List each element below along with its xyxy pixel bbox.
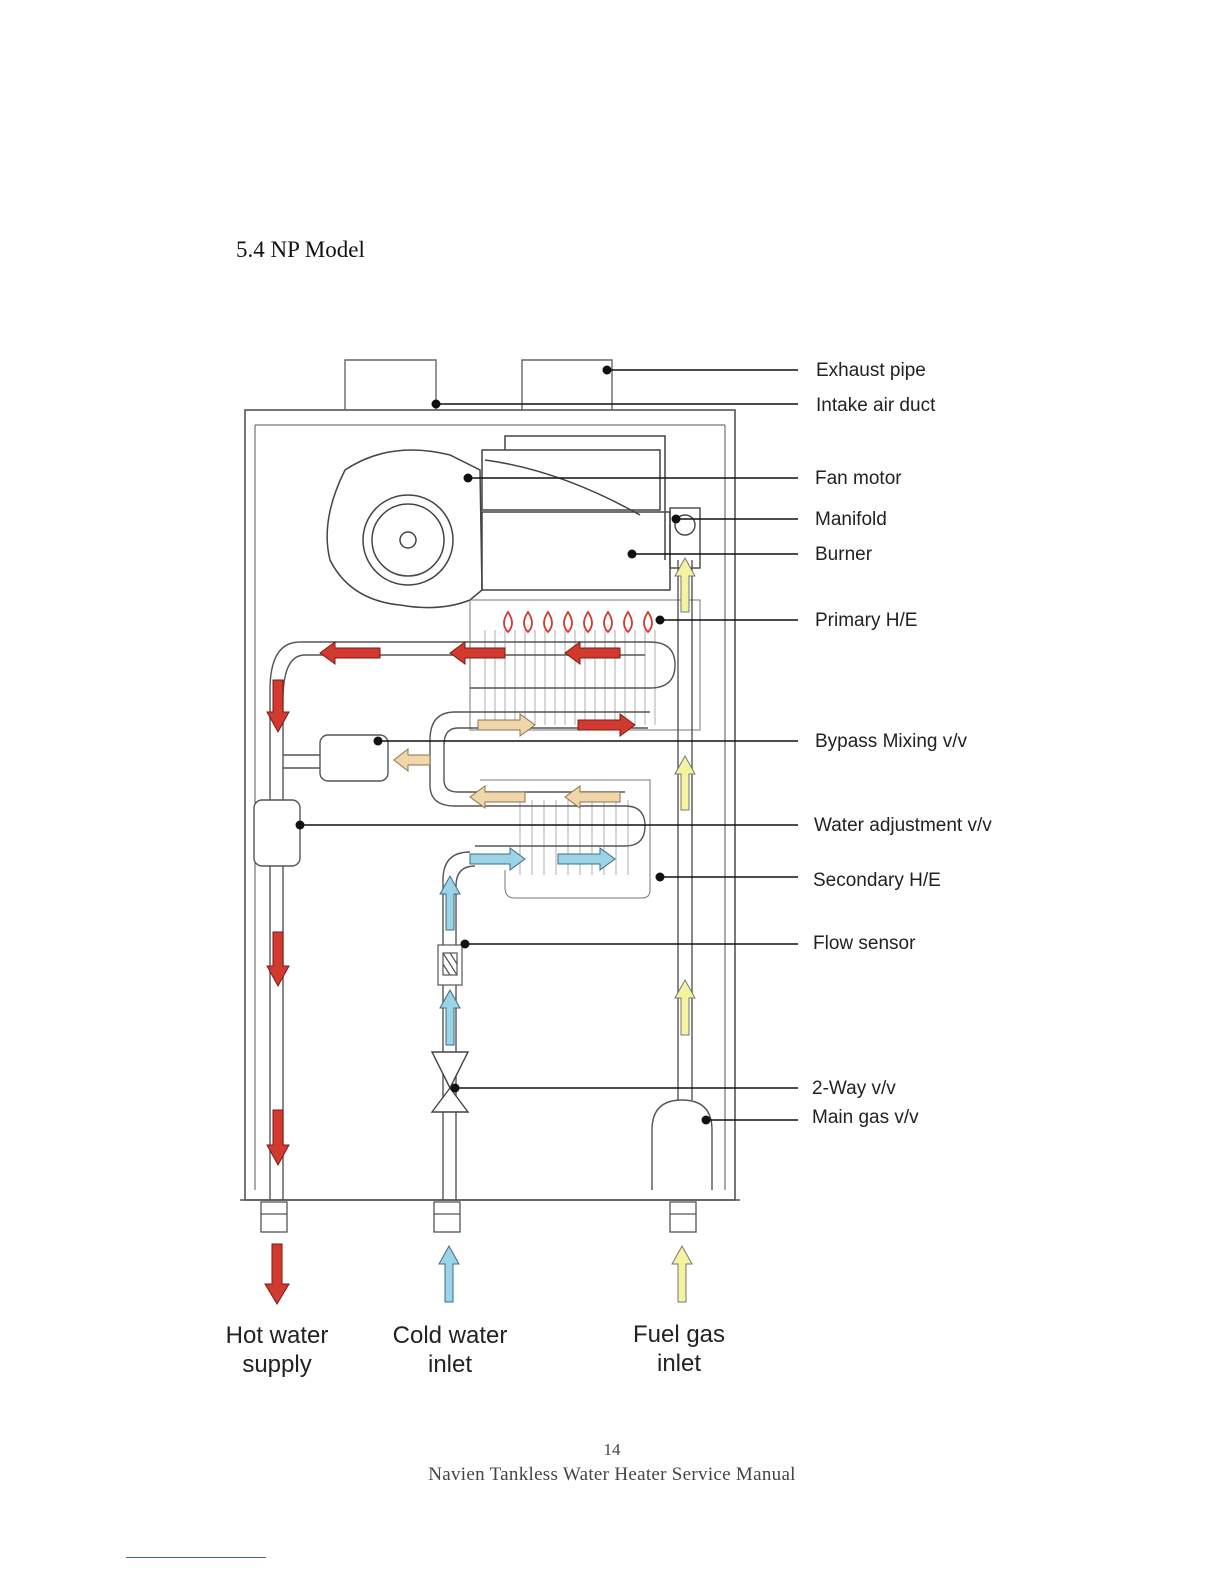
label-fan-motor: Fan motor [815,468,902,489]
main-gas-valve [652,1100,712,1190]
label-intake-air-duct: Intake air duct [816,395,936,416]
fan-motor-housing [327,436,670,608]
label-flow-sensor: Flow sensor [813,933,916,954]
label-water-adjustment: Water adjustment v/v [814,815,992,836]
exhaust-pipe [522,360,612,410]
label-main-gas: Main gas v/v [812,1107,919,1128]
burner-flames [504,612,652,632]
cold-flow-arrows [439,848,615,1302]
two-way-valve [432,1052,468,1112]
label-hot-water-1: Hot water [226,1322,329,1349]
page-number: 14 [0,1440,1224,1460]
water-adjustment-valve [254,800,300,866]
manual-title: Navien Tankless Water Heater Service Man… [0,1464,1224,1486]
label-cold-water-2: inlet [428,1351,472,1378]
label-exhaust-pipe: Exhaust pipe [816,360,926,381]
bottom-fittings [261,1202,696,1232]
label-secondary-he: Secondary H/E [813,870,941,891]
footer-rule [126,1557,266,1558]
flow-sensor [438,945,462,985]
label-bypass-mixing: Bypass Mixing v/v [815,731,968,752]
label-hot-water-2: supply [242,1351,311,1378]
label-two-way: 2-Way v/v [812,1078,896,1099]
label-burner: Burner [815,544,873,565]
label-fuel-gas-2: inlet [657,1350,701,1377]
label-cold-water-1: Cold water [393,1322,508,1349]
label-fuel-gas-1: Fuel gas [633,1321,725,1348]
label-primary-he: Primary H/E [815,610,917,631]
intake-air-duct [345,360,436,410]
label-manifold: Manifold [815,509,887,530]
